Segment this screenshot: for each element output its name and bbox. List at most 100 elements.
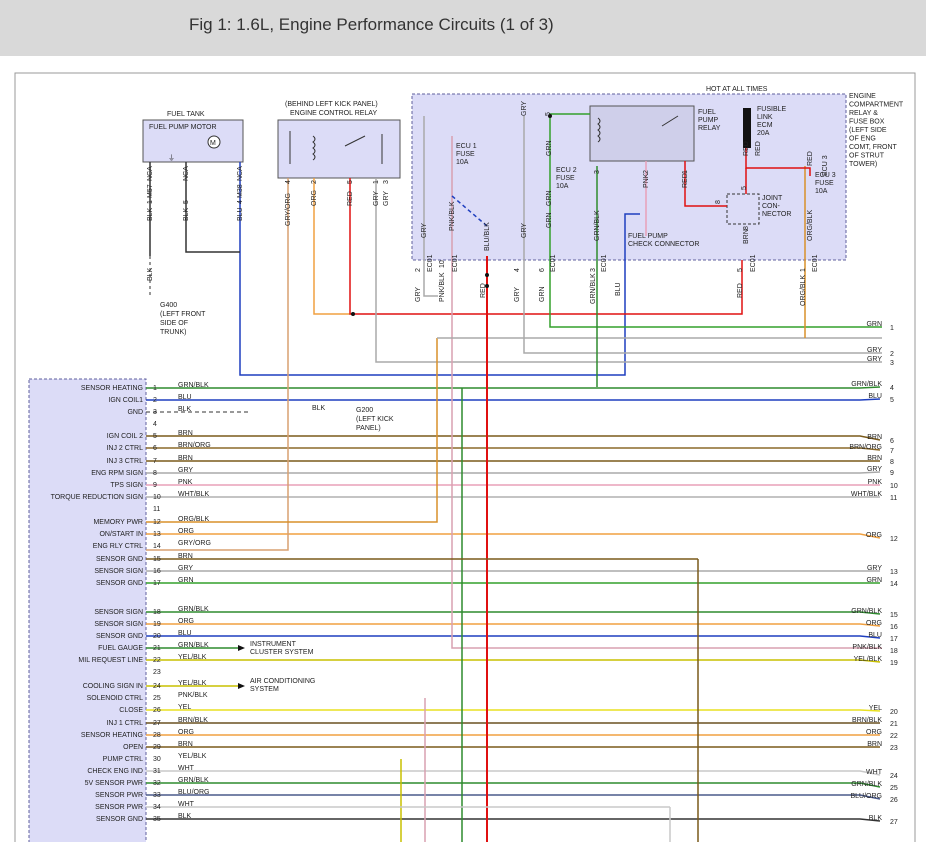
splice-dot: [485, 273, 489, 277]
ecr-location-label: (BEHIND LEFT KICK PANEL): [285, 101, 378, 108]
ecm-pin-number: 21: [153, 645, 161, 652]
ecm-pin-number: 34: [153, 804, 161, 811]
connector-pin-label: RED: [737, 283, 744, 298]
connector-pin-label: ORG/BLK: [800, 275, 807, 306]
ecm-pin-number: 7: [153, 458, 157, 465]
motor-symbol: M: [210, 140, 216, 147]
ecm-pin-number: 8: [153, 470, 157, 477]
ecm-pin-number: 3: [153, 409, 157, 416]
connector-pin-label: EC01: [601, 254, 608, 272]
box-wire-label: 8: [715, 200, 722, 204]
right-wire-label: GRY: [867, 347, 882, 354]
ecm-wire-label: GRN/BLK: [178, 642, 209, 649]
connector-pin-label: EC01: [550, 254, 557, 272]
fp-pin-label: 1: [147, 200, 154, 204]
right-wire-label: BRN: [867, 741, 882, 748]
fusible-red: [745, 148, 811, 176]
box-wire-label: 1: [682, 170, 689, 174]
ecm-pin-label: TPS SIGN: [110, 482, 143, 489]
fuel-pump-relay-label: FUEL: [698, 109, 716, 116]
harness-wire: [146, 386, 881, 389]
ecm-pin-label: SENSOR PWR: [95, 792, 143, 799]
g200-label: PANEL): [356, 425, 381, 432]
blu-wire: [239, 192, 640, 376]
ecm-wire-label: BRN/BLK: [178, 717, 208, 724]
ecm-pin-number: 33: [153, 792, 161, 799]
ecu2-fuse-label: FUSE: [556, 175, 575, 182]
fusible-link-label: LINK: [757, 114, 773, 121]
right-wire-label: WHT: [866, 769, 883, 776]
harness-wire: [146, 659, 881, 663]
ecm-pin-label: MIL REQUEST LINE: [78, 657, 143, 664]
ecu2-fuse-label: 10A: [556, 183, 569, 190]
gry-wire: [375, 178, 882, 363]
pnk-blk-wire: [451, 136, 882, 649]
ecm-pin-number: 17: [153, 580, 161, 587]
ecm-pin-number: 15: [153, 556, 161, 563]
ecb-label: ENGINE: [849, 93, 876, 100]
ecm-pin-number: 2: [153, 397, 157, 404]
right-wire-label: GRY: [867, 466, 882, 473]
ecm-wire-label: GRN/BLK: [178, 606, 209, 613]
ecm-pin-number: 25: [153, 695, 161, 702]
engine-control-relay-box: [277, 119, 401, 179]
ecm-pin-number: 11: [153, 506, 160, 513]
ecm-wire-label: BRN: [178, 430, 193, 437]
ecm-pin-label: TORQUE REDUCTION SIGN: [51, 494, 143, 501]
box-wire-label: 5: [545, 112, 552, 116]
ecm-pin-number: 4: [153, 421, 157, 428]
ecb-label: RELAY &: [849, 110, 878, 117]
box-wire-label: BRN: [743, 229, 750, 244]
ecm-pin-number: 20: [153, 633, 161, 640]
right-wire-label: BRN/BLK: [852, 717, 882, 724]
harness-wire: [146, 623, 881, 627]
ecm-pin-label: SOLENOID CTRL: [87, 695, 144, 702]
connector-pin-label: 6: [539, 268, 546, 272]
ecb-label: (LEFT SIDE: [849, 127, 887, 134]
connector-pin-label: EC01: [812, 254, 819, 272]
fp-pin-label: M57: [147, 184, 154, 198]
right-wire-label: GRY: [867, 356, 882, 363]
right-wire-number: 27: [890, 819, 898, 826]
ecm-pin-label: INJ 2 CTRL: [106, 445, 143, 452]
ecu3-fuse-label: ECU 3: [815, 172, 836, 179]
ecu3-fuse-label: 10A: [815, 188, 828, 195]
box-wire-label: GRN: [546, 212, 553, 228]
ecm-pin-label: SENSOR SIGN: [94, 609, 143, 616]
right-wire-label: ORG: [866, 532, 882, 539]
fuel-pump-relay-label: RELAY: [698, 125, 721, 132]
connector-pin-label: 1: [800, 268, 807, 272]
ecm-wire-label: GRN: [178, 577, 194, 584]
right-wire-label: WHT/BLK: [851, 491, 882, 498]
red-wire: [349, 178, 743, 315]
right-wire-number: 13: [890, 569, 898, 576]
blu-blk-dashed: [451, 195, 488, 227]
ecm-pin-label: GND: [127, 409, 143, 416]
arrow-icon: [238, 683, 245, 689]
ecm-wire-label: WHT: [178, 801, 195, 808]
connector-pin-label: 10: [439, 260, 446, 268]
relay-pin-label: 4: [285, 180, 292, 184]
harness-wire: [146, 709, 881, 712]
ecm-pin-number: 35: [153, 816, 161, 823]
fp-pin-label: 5: [183, 200, 190, 204]
ecm-pin-number: 28: [153, 732, 161, 739]
right-wire-label: GRN/BLK: [851, 608, 882, 615]
ecb-label: FUSE BOX: [849, 119, 885, 126]
connector-pin-label: PNK/BLK: [439, 272, 446, 302]
right-wire-label: GRN/BLK: [851, 381, 882, 388]
harness-wire: [146, 533, 881, 539]
right-wire-number: 17: [890, 636, 898, 643]
connector-pin-label: RED: [480, 283, 487, 298]
gry-wire-3: [523, 116, 882, 354]
right-wire-number: 7: [890, 448, 894, 455]
diagram-frame: [14, 72, 916, 842]
box-wire-label: BLU/BLK: [484, 222, 491, 251]
relay-pin-label: 3: [383, 180, 390, 184]
right-wire-label: BLU: [868, 632, 882, 639]
connector-pin-label: 2: [415, 268, 422, 272]
fuel-pump-relay-label: PUMP: [698, 117, 719, 124]
right-wire-label: PNK/BLK: [852, 644, 882, 651]
right-wire-label: GRN/BLK: [851, 781, 882, 788]
ecm-wire-label: BLU/ORG: [178, 789, 210, 796]
